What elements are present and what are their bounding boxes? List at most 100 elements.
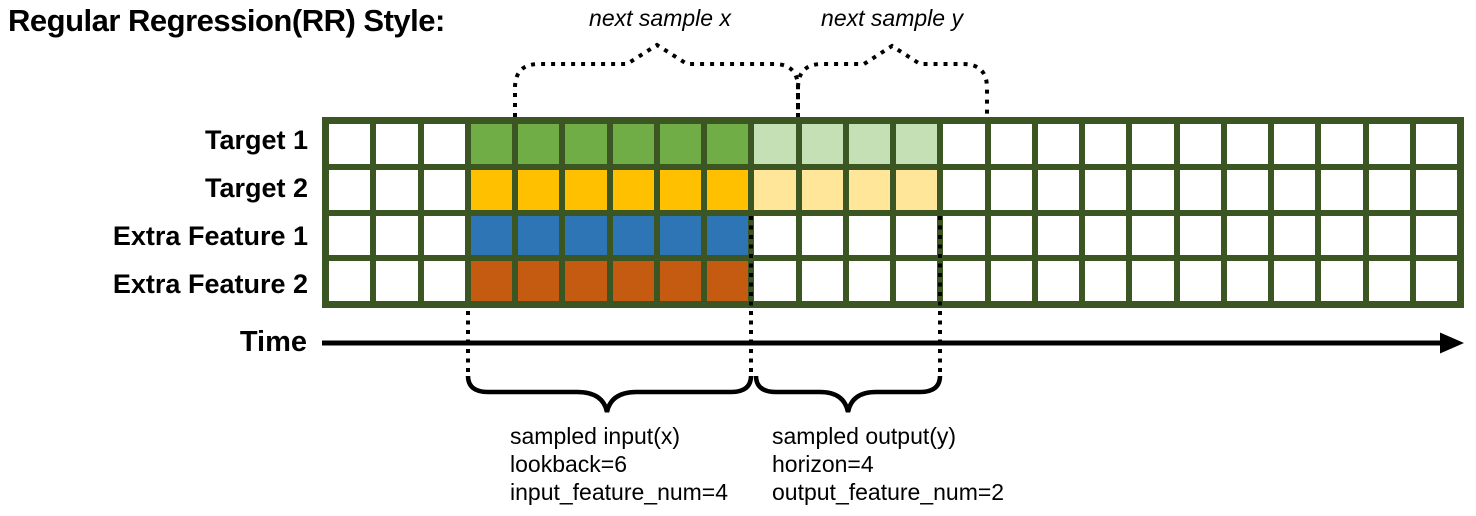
- grid-cell: [470, 215, 512, 256]
- grid-cell: [1179, 215, 1221, 256]
- grid-cell: [423, 169, 465, 210]
- grid-cell: [896, 124, 938, 164]
- grid-cell: [990, 215, 1032, 256]
- grid-cell: [707, 124, 749, 164]
- grid-cell: [376, 124, 418, 164]
- time-axis-arrowhead-icon: [1440, 332, 1464, 354]
- grid-cell: [518, 261, 560, 301]
- grid-cell: [943, 169, 985, 210]
- grid-cell: [801, 124, 843, 164]
- grid-cell: [1226, 261, 1268, 301]
- grid-cell: [1179, 169, 1221, 210]
- grid-cell: [518, 215, 560, 256]
- grid-cell: [1037, 169, 1079, 210]
- grid-cell: [707, 215, 749, 256]
- grid-cell: [1037, 261, 1079, 301]
- grid-cell: [943, 261, 985, 301]
- grid-cell: [423, 261, 465, 301]
- sample-grid: [322, 117, 1464, 308]
- grid-cell: [1132, 124, 1174, 164]
- grid-cell: [1274, 124, 1316, 164]
- sampled-output-title: sampled output(y): [772, 423, 957, 449]
- grid-cell: [801, 261, 843, 301]
- grid-cell: [1368, 261, 1410, 301]
- grid-cell: [612, 215, 654, 256]
- grid-cell: [565, 261, 607, 301]
- grid-cell: [612, 261, 654, 301]
- next-sample-x-brace-icon: [513, 42, 800, 117]
- grid-cell: [329, 261, 371, 301]
- grid-cell: [990, 169, 1032, 210]
- row-label-target-2: Target 2: [204, 173, 308, 204]
- sampled-output-brace-icon: [753, 375, 943, 413]
- grid-cell: [1368, 169, 1410, 210]
- grid-cell: [376, 169, 418, 210]
- grid-cell: [329, 124, 371, 164]
- grid-cell: [1179, 261, 1221, 301]
- row-labels: Target 1 Target 2 Extra Feature 1 Extra …: [0, 117, 308, 308]
- grid-cell: [1085, 124, 1127, 164]
- lookback-value: lookback=6: [510, 451, 627, 477]
- next-sample-y-label: next sample y: [821, 5, 963, 31]
- grid-cell: [1274, 261, 1316, 301]
- grid-cell: [329, 215, 371, 256]
- grid-cell: [707, 261, 749, 301]
- grid-cell: [376, 261, 418, 301]
- grid-cell: [896, 215, 938, 256]
- grid-cell: [1226, 169, 1268, 210]
- grid-cell: [659, 124, 701, 164]
- grid-cell: [1415, 169, 1457, 210]
- grid-cell: [943, 215, 985, 256]
- grid-cell: [470, 261, 512, 301]
- grid-cell: [1226, 215, 1268, 256]
- row-label-extra-feature-2: Extra Feature 2: [112, 268, 308, 299]
- grid-cell: [1132, 215, 1174, 256]
- time-axis-label: Time: [239, 326, 307, 358]
- grid-cell: [990, 261, 1032, 301]
- grid-cell: [423, 124, 465, 164]
- grid-cell: [1368, 124, 1410, 164]
- grid-cell: [1226, 124, 1268, 164]
- grid-cell: [1274, 169, 1316, 210]
- grid-cell: [1037, 124, 1079, 164]
- grid-cell: [470, 124, 512, 164]
- grid-cell: [801, 169, 843, 210]
- grid-cell: [848, 261, 890, 301]
- grid-cell: [659, 169, 701, 210]
- grid-cell: [518, 169, 560, 210]
- grid-cell: [612, 169, 654, 210]
- grid-cell: [754, 169, 796, 210]
- grid-cell: [659, 261, 701, 301]
- grid-cell: [565, 215, 607, 256]
- grid-cell: [1415, 261, 1457, 301]
- grid-cell: [801, 215, 843, 256]
- grid-cell: [896, 261, 938, 301]
- grid-cell: [754, 215, 796, 256]
- grid-cell: [1085, 215, 1127, 256]
- grid-cell: [1037, 215, 1079, 256]
- row-label-extra-feature-1: Extra Feature 1: [112, 220, 308, 251]
- grid-cell: [1085, 261, 1127, 301]
- grid-cell: [1368, 215, 1410, 256]
- grid-cell: [518, 124, 560, 164]
- grid-cell: [1274, 215, 1316, 256]
- grid-cell: [848, 124, 890, 164]
- grid-cell: [1132, 169, 1174, 210]
- sampled-output-annotation: sampled output(y) horizon=4 output_featu…: [772, 422, 1004, 506]
- grid-cell: [896, 169, 938, 210]
- next-sample-y-brace-icon: [796, 43, 989, 117]
- sampled-input-title: sampled input(x): [510, 423, 681, 449]
- grid-cell: [1321, 124, 1363, 164]
- input-feature-num-value: input_feature_num=4: [510, 479, 729, 505]
- output-feature-num-value: output_feature_num=2: [772, 479, 1005, 505]
- grid-cell: [376, 215, 418, 256]
- grid-cell: [1132, 261, 1174, 301]
- grid-cell: [990, 124, 1032, 164]
- grid-cell: [848, 215, 890, 256]
- grid-cell: [565, 169, 607, 210]
- horizon-value: horizon=4: [772, 451, 874, 477]
- sampled-input-annotation: sampled input(x) lookback=6 input_featur…: [510, 422, 728, 506]
- grid-cell: [612, 124, 654, 164]
- grid-cell: [565, 124, 607, 164]
